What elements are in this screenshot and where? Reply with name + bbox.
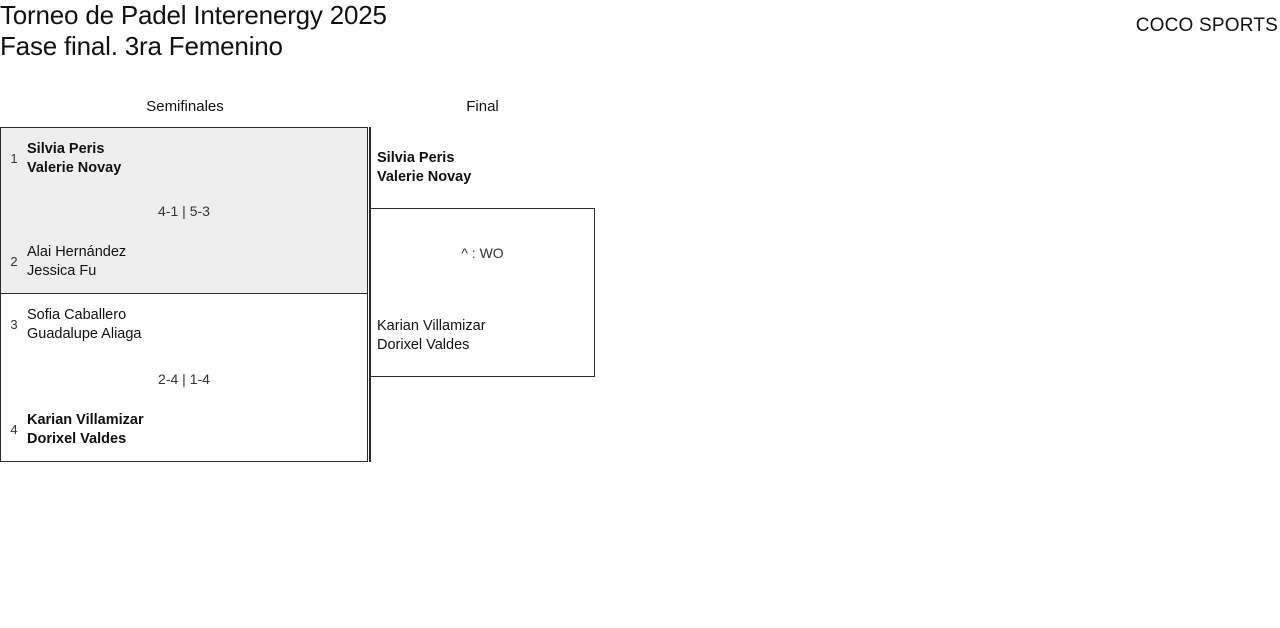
seed-number: 4 bbox=[10, 422, 18, 437]
semifinal-match-1[interactable]: 1 Silvia Peris Valerie Novay 2 Alai Hern… bbox=[0, 127, 368, 294]
team-names: Silvia Peris Valerie Novay bbox=[27, 141, 122, 176]
seed-number: 3 bbox=[10, 317, 18, 332]
brand-label: COCO SPORTS bbox=[1135, 15, 1278, 36]
semifinal-2-competitor-top[interactable]: 3 Sofia Caballero Guadalupe Aliaga bbox=[1, 303, 369, 347]
team-names: Karian Villamizar Dorixel Valdes bbox=[27, 412, 144, 447]
semifinal-2-score: 2-4 | 1-4 bbox=[158, 371, 210, 387]
team-names: Sofia Caballero Guadalupe Aliaga bbox=[27, 307, 142, 342]
round-header-semifinales: Semifinales bbox=[146, 98, 224, 115]
semifinal-match-2[interactable]: 3 Sofia Caballero Guadalupe Aliaga 4 Kar… bbox=[0, 294, 368, 462]
final-score: ^ : WO bbox=[461, 245, 504, 261]
seed-number: 2 bbox=[10, 254, 18, 269]
final-match[interactable] bbox=[370, 208, 595, 377]
final-competitor-winner[interactable]: Silvia Peris Valerie Novay bbox=[377, 150, 472, 185]
semifinal-1-competitor-top[interactable]: 1 Silvia Peris Valerie Novay bbox=[1, 137, 369, 181]
semifinal-1-competitor-bottom[interactable]: 2 Alai Hernández Jessica Fu bbox=[1, 240, 369, 284]
seed-number: 1 bbox=[10, 151, 18, 166]
semifinal-1-score: 4-1 | 5-3 bbox=[158, 203, 210, 219]
semifinal-2-competitor-bottom[interactable]: 4 Karian Villamizar Dorixel Valdes bbox=[1, 408, 369, 452]
round-header-final: Final bbox=[466, 98, 499, 115]
final-competitor-loser[interactable]: Karian Villamizar Dorixel Valdes bbox=[377, 318, 486, 353]
page-title: Torneo de Padel Interenergy 2025 Fase fi… bbox=[0, 0, 387, 61]
team-names: Alai Hernández Jessica Fu bbox=[27, 244, 127, 279]
page-header: Torneo de Padel Interenergy 2025 Fase fi… bbox=[0, 0, 1280, 80]
